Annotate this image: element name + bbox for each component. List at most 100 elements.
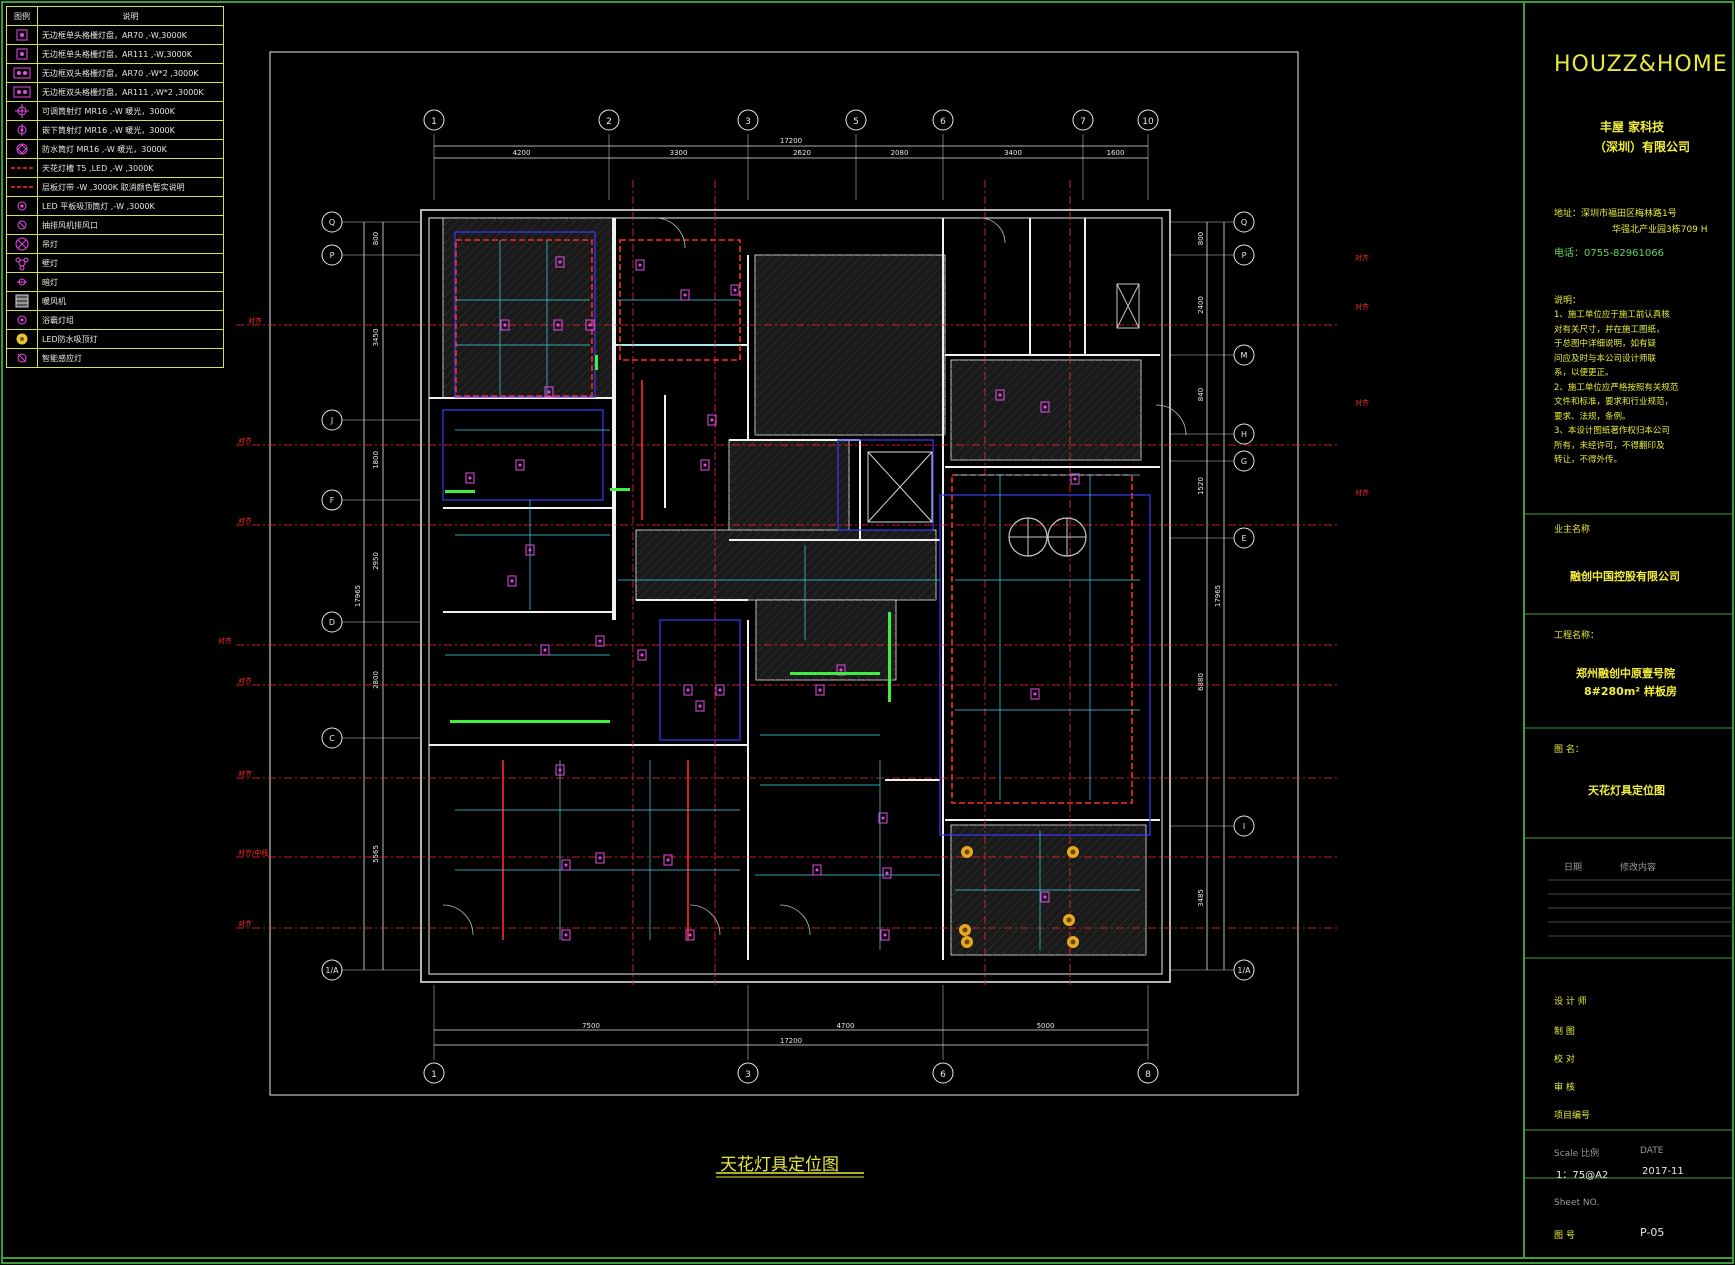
legend-row: 暖风机 bbox=[7, 292, 223, 311]
anti-glare-downlight-icon bbox=[7, 140, 38, 158]
hatch-line bbox=[1072, 881, 1147, 956]
recessed-spot-fixture-dot bbox=[528, 548, 532, 552]
cabinet-edge bbox=[595, 355, 598, 370]
hatch-line bbox=[755, 599, 802, 646]
elevator-shaft bbox=[867, 451, 933, 523]
recessed-spot-fixture bbox=[663, 854, 673, 866]
recessed-spot-fixture-dot bbox=[1043, 405, 1047, 409]
note-line: 对有关尺寸，并在施工图纸， bbox=[1554, 324, 1665, 335]
viewport-frame bbox=[269, 51, 1299, 1096]
company-line2: （深圳）有限公司 bbox=[1594, 140, 1691, 154]
hatch-line bbox=[604, 389, 614, 399]
heater-icon bbox=[7, 292, 38, 310]
hatch-line bbox=[460, 245, 614, 399]
ceiling-outline bbox=[837, 439, 934, 531]
hatch-line bbox=[655, 529, 727, 601]
hatch-line bbox=[754, 254, 792, 292]
hatch-line bbox=[1117, 926, 1147, 956]
legend-row: LED防水吸顶灯 bbox=[7, 330, 223, 349]
legend-row-text: 层板灯带 -W ,3000K 取消颜色暂实说明 bbox=[42, 182, 185, 192]
cabinet-edge bbox=[888, 612, 891, 702]
single-recessed-spot-icon bbox=[7, 45, 38, 63]
hatch-line bbox=[950, 359, 997, 406]
hatch-line bbox=[1084, 403, 1142, 461]
hatch-line bbox=[889, 553, 937, 601]
hatch-line bbox=[718, 529, 790, 601]
notes-list: 1、施工单位应于施工前认真核对有关尺寸，并在施工图纸，于总图中详细说明，如有疑问… bbox=[1554, 308, 1678, 468]
dim-text-top: 2620 bbox=[793, 149, 811, 157]
hatch-line bbox=[635, 529, 682, 576]
room-note: 对齐 bbox=[238, 919, 252, 928]
hatch-line bbox=[1039, 359, 1141, 461]
hatch-line bbox=[754, 254, 765, 265]
ceiling-exhaust-icon bbox=[7, 216, 38, 234]
hatch-line bbox=[442, 217, 606, 381]
dim-text-right: 800 bbox=[1197, 232, 1205, 245]
legend-row-text: 暗灯 bbox=[42, 277, 58, 287]
scale-label: Scale 比例 bbox=[1554, 1149, 1600, 1159]
hatch-line bbox=[925, 415, 946, 436]
dim-text-right: 2400 bbox=[1197, 296, 1205, 314]
recessed-spot-fixture-dot bbox=[698, 704, 702, 708]
hatch-line bbox=[754, 254, 909, 409]
recessed-spot-fixture bbox=[715, 684, 725, 696]
axis-bubble bbox=[1233, 344, 1255, 366]
client-name: 融创中国控股有限公司 bbox=[1570, 570, 1680, 583]
hatch-line bbox=[772, 262, 946, 436]
door-swing bbox=[979, 217, 1006, 244]
recessed-spot-fixture-dot bbox=[666, 858, 670, 862]
client-label: 业主名称 bbox=[1554, 525, 1591, 535]
hatch-line bbox=[754, 254, 936, 436]
recessed-spot-fixture-dot bbox=[703, 463, 707, 467]
hatch-line bbox=[950, 359, 988, 397]
hatch-line bbox=[754, 254, 927, 427]
address-line2: 华强北产业园3栋709 H bbox=[1612, 225, 1708, 235]
axis-bubble bbox=[1233, 527, 1255, 549]
recessed-spot-fixture bbox=[544, 386, 554, 398]
legend-row: 可调筒射灯 MR16 ,-W 暖光，3000K bbox=[7, 102, 223, 121]
led-ceiling-fixture-core bbox=[964, 939, 970, 945]
door-swing bbox=[654, 217, 686, 249]
hatch-line bbox=[1144, 953, 1147, 956]
hatch-line bbox=[783, 599, 865, 681]
red-dash-line-icon bbox=[7, 178, 38, 196]
hatch-line bbox=[844, 529, 916, 601]
recessed-spot-fixture bbox=[500, 319, 510, 331]
axis-label-bottom: 8 bbox=[1145, 1070, 1151, 1080]
hatch-line bbox=[1120, 439, 1142, 461]
axis-label-left: Q bbox=[329, 218, 335, 227]
note-line: 1、施工单位应于施工前认真核 bbox=[1554, 310, 1670, 320]
dim-text-bottom: 4700 bbox=[837, 1022, 855, 1030]
note-line: 于总图中详细说明，如有疑 bbox=[1554, 339, 1657, 349]
room-note: 对齐 bbox=[238, 676, 252, 685]
hatch-line bbox=[728, 439, 793, 504]
hatch-line bbox=[755, 599, 775, 619]
legend-row: 层板灯带 -W ,3000K 取消颜色暂实说明 bbox=[7, 178, 223, 197]
hatch-line bbox=[994, 359, 1096, 461]
axis-label-right: 1/A bbox=[1237, 966, 1251, 975]
legend-row-text: 智能感应灯 bbox=[42, 353, 82, 363]
axis-bubble bbox=[932, 1062, 954, 1084]
hatch-line bbox=[754, 254, 846, 346]
hatch-line bbox=[728, 439, 829, 540]
dim-text-top: 3300 bbox=[670, 149, 688, 157]
hatch-line bbox=[781, 529, 853, 601]
signoff-drafter: 制 图 bbox=[1554, 1027, 1575, 1037]
legend-row-text: 壁灯 bbox=[42, 258, 58, 268]
hatch-line bbox=[808, 298, 946, 436]
hatch-line bbox=[745, 529, 817, 601]
dim-text-right: 3485 bbox=[1197, 889, 1205, 907]
hatch-line bbox=[754, 254, 774, 274]
hatch-line bbox=[568, 353, 614, 399]
hatch-line bbox=[754, 254, 882, 382]
dim-text-top: 3400 bbox=[1004, 149, 1022, 157]
legend-row-text: LED防水吸顶灯 bbox=[42, 334, 98, 344]
room-note: 对齐 bbox=[238, 436, 252, 445]
address-line1: 地址：深圳市福田区梅林路1号 bbox=[1554, 209, 1677, 219]
axis-bubble bbox=[1233, 244, 1255, 266]
revision-table bbox=[1548, 879, 1733, 937]
hatch-line bbox=[950, 359, 1006, 415]
drawing-title-underline bbox=[716, 1172, 864, 1178]
hatch-line bbox=[728, 439, 802, 513]
